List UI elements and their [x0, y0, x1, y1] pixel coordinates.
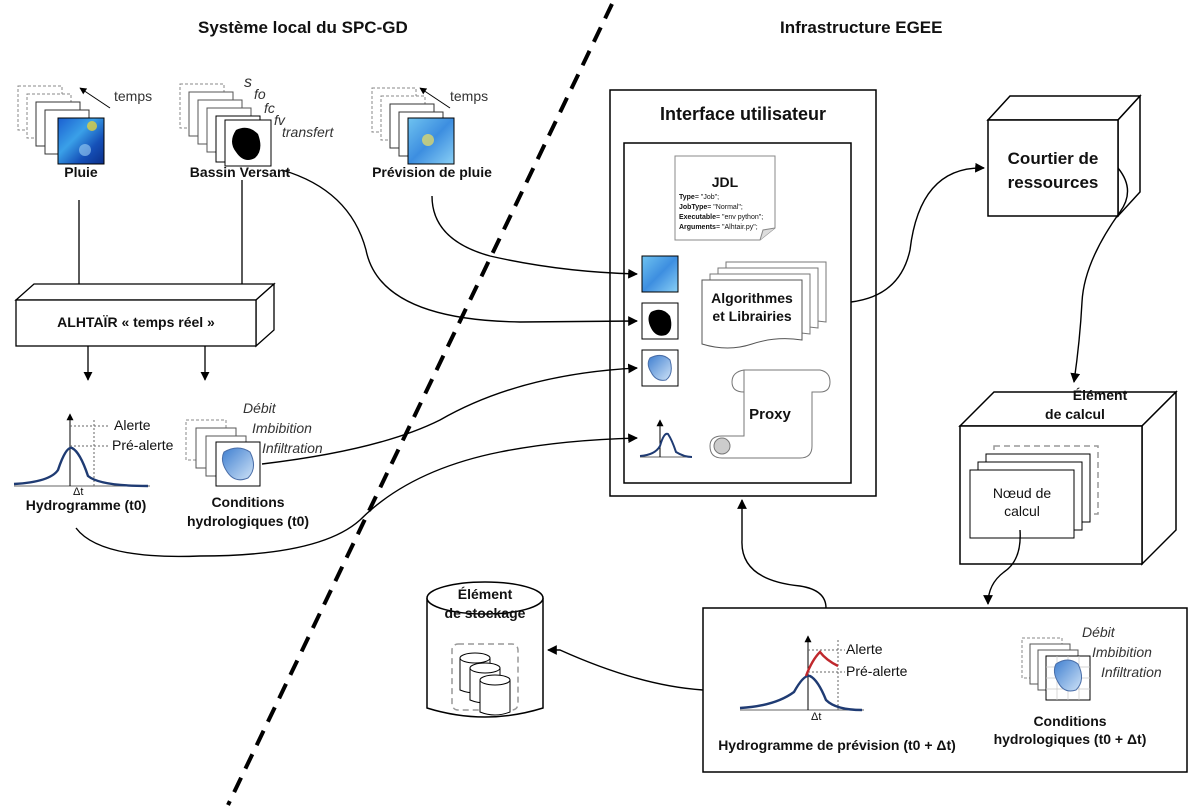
flow-interface-to-broker: [850, 162, 985, 303]
hydrograph-label: Hydrogramme (t0): [25, 497, 147, 513]
hydrograph-icon: [639, 419, 693, 458]
jdl-key: Arguments: [679, 224, 716, 231]
broker-label-2: ressources: [1007, 173, 1099, 192]
flow-output-to-interface: [737, 499, 827, 609]
param-transfert: transfert: [282, 124, 334, 140]
alhtair-box: [14, 282, 276, 348]
proxy-label: Proxy: [749, 406, 791, 423]
jdl-content: Type= "Job"; JobType= "Normal"; Executab…: [679, 193, 777, 233]
algorithms-label-1: Algorithmes: [711, 290, 793, 306]
conditions-icon: [185, 419, 261, 487]
conditions-label-1: Conditions: [211, 494, 285, 510]
forecast-rain-icon: [371, 87, 455, 165]
pre-alert-label: Pré-alerte: [112, 437, 174, 453]
jdl-value: = "Alhtair.py";: [715, 224, 758, 231]
dt-label: Δt: [73, 486, 84, 498]
conditions-icon: [1021, 637, 1091, 701]
rain-map-icon: [17, 85, 111, 165]
storage-label-2: de stockage: [444, 605, 526, 621]
hydrograph-icon: [13, 413, 150, 488]
alert-label: Alerte: [114, 417, 151, 433]
time-label: temps: [450, 88, 489, 104]
jdl-key: Type: [679, 194, 695, 201]
conditions-output-label-1: Conditions: [1033, 713, 1107, 729]
alert-label: Alerte: [846, 641, 883, 657]
heading-left: Système local du SPC-GD: [198, 18, 408, 37]
output-box: [702, 607, 1188, 773]
flow-output-to-storage: [547, 645, 704, 691]
infiltration-label: Infiltration: [1101, 664, 1162, 680]
forecast-hydrograph-icon: [739, 635, 864, 712]
jdl-title: JDL: [711, 174, 739, 190]
divider-line: [226, 3, 614, 806]
jdl-line: JobType= "Normal";: [679, 203, 777, 213]
flow-basin-to-interface: [281, 169, 638, 326]
jdl-value: = "Normal";: [707, 204, 743, 211]
flow-compute-to-output: [983, 529, 1021, 605]
jdl-line: Type= "Job";: [679, 193, 777, 203]
scroll-icon: [709, 369, 831, 459]
jdl-line: Arguments= "Alhtair.py";: [679, 223, 777, 233]
interface-title: Interface utilisateur: [659, 104, 827, 124]
flow-hydro-to-interface: [75, 433, 638, 558]
compute-label-2: de calcul: [1045, 406, 1105, 422]
rain-map-icon: [641, 255, 679, 293]
dt-label: Δt: [811, 711, 822, 723]
forecast-hydrograph-label: Hydrogramme de prévision (t0 + Δt): [718, 737, 956, 753]
broker-label-1: Courtier de: [1007, 149, 1099, 168]
param-fv: fv: [274, 112, 285, 128]
cylinder-icon: [426, 581, 544, 718]
basin-icon: [179, 83, 272, 167]
pluie-label: Pluie: [64, 164, 98, 180]
compute-label-1: Élément: [1072, 387, 1128, 403]
jdl-line: Executable= "env python";: [679, 213, 777, 223]
time-label: temps: [114, 88, 153, 104]
algorithms-label-2: et Librairies: [712, 308, 792, 324]
prevision-label: Prévision de pluie: [372, 164, 492, 180]
node-label-2: calcul: [1004, 503, 1040, 519]
pre-alert-label: Pré-alerte: [846, 663, 908, 679]
debit-label: Débit: [1082, 624, 1115, 640]
flow-broker-to-compute: [1070, 167, 1129, 383]
alhtair-label: ALHTAÏR « temps réel »: [57, 314, 215, 330]
document-icon: [674, 155, 776, 241]
flow-conditions-to-interface: [261, 363, 638, 465]
imbibition-label: Imbibition: [252, 420, 312, 436]
infiltration-label: Infiltration: [262, 440, 323, 456]
imbibition-label: Imbibition: [1092, 644, 1152, 660]
bassin-label: Bassin Versant: [189, 164, 291, 180]
heading-right: Infrastructure EGEE: [780, 18, 943, 37]
node-label-1: Nœud de: [992, 485, 1052, 501]
conditions-output-label-2: hydrologiques (t0 + Δt): [993, 731, 1147, 747]
broker-box: [986, 94, 1142, 218]
jdl-key: JobType: [679, 204, 708, 211]
compute-element-box: [958, 390, 1178, 566]
debit-label: Débit: [243, 400, 276, 416]
param-s: s: [244, 74, 252, 91]
param-fo: fo: [254, 86, 266, 102]
jdl-value: = "env python";: [715, 214, 764, 221]
jdl-key: Executable: [679, 214, 716, 221]
flow-forecast-to-interface: [431, 195, 638, 279]
jdl-value: = "Job";: [694, 194, 720, 201]
algorithms-docs: [701, 261, 827, 349]
storage-label-1: Élément: [457, 586, 513, 602]
conditions-label-2: hydrologiques (t0): [186, 513, 310, 529]
param-fc: fc: [264, 100, 275, 116]
